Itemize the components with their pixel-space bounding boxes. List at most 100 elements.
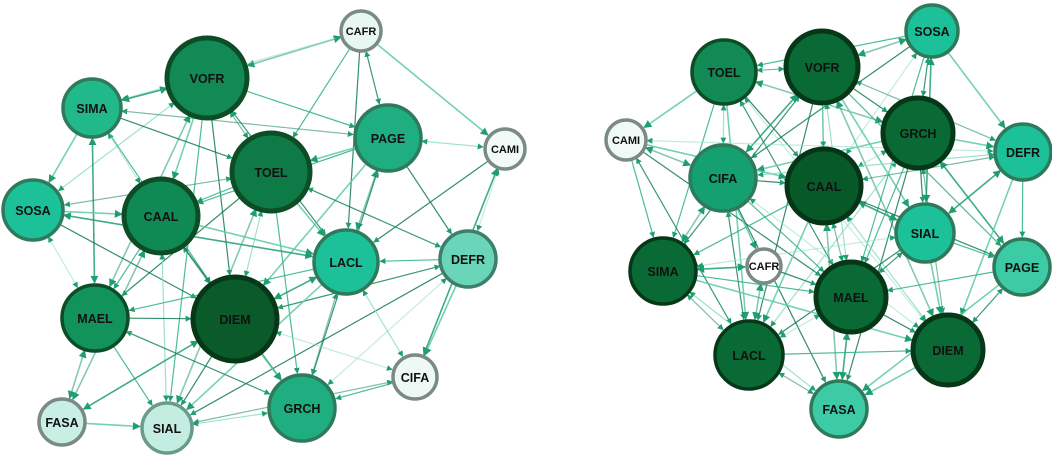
node-vofr: VOFR xyxy=(783,28,861,106)
edge-grch-sial xyxy=(919,168,926,203)
node-sosa: SOSA xyxy=(1,178,65,242)
node-sial: SIAL xyxy=(894,202,956,264)
edge-page-defr xyxy=(406,166,453,235)
edge-toel-vofr xyxy=(756,66,785,74)
edge-sosa-vofr xyxy=(857,37,908,57)
edge-sima-mael xyxy=(88,137,99,284)
edge-vofr-caal xyxy=(820,103,827,148)
node-label: MAEL xyxy=(833,291,869,305)
node-sima: SIMA xyxy=(61,77,123,139)
node-label: TOEL xyxy=(254,166,287,180)
node-page: PAGE xyxy=(992,237,1052,297)
edge-lacl-grch xyxy=(310,293,338,376)
node-circle xyxy=(353,103,423,173)
node-label: CAMI xyxy=(491,144,519,156)
edge-sosa-grch xyxy=(920,57,931,97)
edge-sima-cafr xyxy=(696,263,746,273)
node-label: CIFA xyxy=(709,172,737,186)
node-caal: CAAL xyxy=(121,176,201,256)
node-caal: CAAL xyxy=(784,146,864,226)
edge-sial-sima xyxy=(697,235,896,269)
edge-lacl-diem xyxy=(783,348,912,355)
edge-mael-diem xyxy=(128,315,192,322)
node-mael: MAEL xyxy=(813,259,889,335)
node-page: PAGE xyxy=(353,103,423,173)
edge-sima-toel xyxy=(119,117,233,160)
node-label: GRCH xyxy=(900,127,937,141)
node-label: LACL xyxy=(732,349,766,363)
edge-vofr-sial xyxy=(167,118,203,402)
node-label: CAAL xyxy=(144,210,179,224)
edge-sima-caal xyxy=(107,132,141,184)
edge-diem-cifa xyxy=(275,330,393,371)
node-circle xyxy=(190,274,280,364)
node-circle xyxy=(604,118,648,162)
node-label: CAAL xyxy=(807,180,842,194)
node-label: SOSA xyxy=(15,204,50,218)
node-circle xyxy=(229,130,313,214)
node-defr: DEFR xyxy=(438,229,498,289)
edge-vofr-grch xyxy=(852,87,888,113)
node-defr: DEFR xyxy=(993,122,1052,182)
edge-cami-sima xyxy=(631,160,655,238)
node-toel: TOEL xyxy=(229,130,313,214)
node-circle xyxy=(688,143,758,213)
edge-layer xyxy=(631,35,1026,396)
node-circle xyxy=(391,353,439,401)
node-label: DEFR xyxy=(1006,146,1040,160)
node-cifa: CIFA xyxy=(391,353,439,401)
edge-toel-cami xyxy=(643,90,698,129)
node-label: SIAL xyxy=(911,227,940,241)
node-circle xyxy=(339,9,383,53)
node-label: LACL xyxy=(329,256,363,270)
edge-lacl-diem xyxy=(273,276,318,300)
node-circle xyxy=(1,178,65,242)
node-label: CAFR xyxy=(346,26,377,38)
edge-diem-fasa xyxy=(82,340,199,410)
node-circle xyxy=(745,247,783,285)
edge-cifa-caal xyxy=(756,179,786,186)
node-circle xyxy=(784,146,864,226)
node-label: SIMA xyxy=(76,102,107,116)
edge-lacl-fasa xyxy=(778,372,814,395)
node-toel: TOEL xyxy=(690,38,758,106)
edge-cafr-page xyxy=(364,50,381,105)
edge-sima-sosa xyxy=(48,133,78,183)
node-circle xyxy=(61,77,123,139)
node-label: PAGE xyxy=(1005,261,1040,275)
node-circle xyxy=(690,38,758,106)
edge-vofr-caal xyxy=(171,116,195,180)
node-label: DIEM xyxy=(932,344,963,358)
node-label: MAEL xyxy=(77,312,113,326)
edge-caal-sial xyxy=(857,201,898,221)
edge-caal-sial xyxy=(159,253,170,402)
node-label: FASA xyxy=(822,403,855,417)
node-circle xyxy=(880,95,956,171)
edge-defr-lacl xyxy=(379,258,440,265)
node-vofr: VOFR xyxy=(164,35,250,121)
edge-cafr-cami xyxy=(376,43,489,136)
edge-diem-grch xyxy=(260,352,282,381)
node-circle xyxy=(894,202,956,264)
edge-mael-fasa xyxy=(838,332,851,380)
node-sial: SIAL xyxy=(140,401,194,455)
node-circle xyxy=(438,229,498,289)
edge-sosa-mael xyxy=(47,236,79,289)
node-label: CAFR xyxy=(749,261,780,273)
node-diem: DIEM xyxy=(910,312,986,388)
node-lacl: LACL xyxy=(713,319,785,391)
node-mael: MAEL xyxy=(60,283,130,353)
edge-vofr-sima xyxy=(121,86,169,103)
node-cami: CAMI xyxy=(483,127,527,171)
node-circle xyxy=(910,312,986,388)
edge-defr-diem xyxy=(959,178,1014,317)
node-label: DEFR xyxy=(451,253,485,267)
node-circle xyxy=(783,28,861,106)
node-diem: DIEM xyxy=(190,274,280,364)
node-circle xyxy=(483,127,527,171)
node-sosa: SOSA xyxy=(904,3,960,59)
edge-cifa-grch xyxy=(335,382,393,401)
edge-sima-page xyxy=(121,108,354,137)
